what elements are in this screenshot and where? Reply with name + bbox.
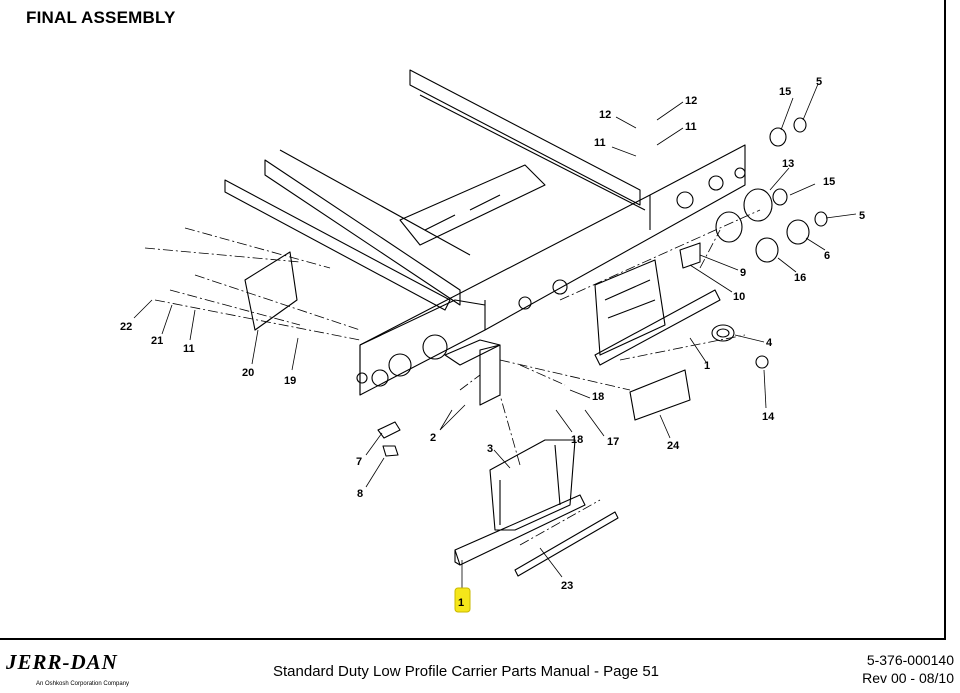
brand-tagline: An Oshkosh Corporation Company <box>36 681 130 687</box>
right-step-rail <box>594 289 721 366</box>
callout-5: 5 <box>816 76 822 88</box>
callout-18: 18 <box>592 391 604 403</box>
callout-6: 6 <box>824 250 830 262</box>
callout-9: 9 <box>740 267 746 279</box>
rear-crossmember <box>359 144 746 396</box>
revision: Rev 00 - 08/10 <box>862 670 954 686</box>
callout-12: 12 <box>599 109 611 121</box>
callout-7: 7 <box>356 456 362 468</box>
bracket-7 <box>377 421 401 439</box>
page-frame <box>0 0 946 640</box>
callout-23: 23 <box>561 580 573 592</box>
brand-logo: JERR-DAN <box>6 650 118 674</box>
callout-highlight <box>454 587 471 613</box>
page-title: FINAL ASSEMBLY <box>26 8 176 27</box>
exploded-assembly-diagram: 22 21 11 20 19 7 8 2 3 18 18 17 24 23 1 … <box>120 69 865 613</box>
callout-14: 14 <box>762 411 775 423</box>
part-number: 5-376-000140 <box>866 652 954 668</box>
mounting-plate <box>244 251 298 331</box>
callout-8: 8 <box>357 488 363 500</box>
callout-1: 1 <box>458 597 464 609</box>
callout-1: 1 <box>704 360 710 372</box>
callout-18: 18 <box>571 434 583 446</box>
callout-15: 15 <box>779 86 791 98</box>
callout-5: 5 <box>859 210 865 222</box>
callout-20: 20 <box>242 367 254 379</box>
callout-11: 11 <box>594 137 606 149</box>
callout-21: 21 <box>151 335 163 347</box>
strip-23 <box>514 511 619 577</box>
callouts: 22 21 11 20 19 7 8 2 3 18 18 17 24 23 1 … <box>120 76 865 613</box>
document-info: 5-376-000140 Rev 00 - 08/10 <box>862 651 954 687</box>
callout-10: 10 <box>733 291 745 303</box>
left-frame-rail <box>264 159 461 306</box>
callout-2: 2 <box>430 432 436 444</box>
callout-16: 16 <box>794 272 806 284</box>
callout-19: 19 <box>284 375 296 387</box>
cross-tube <box>399 164 546 246</box>
callout-13: 13 <box>782 158 794 170</box>
right-stand-bracket <box>594 259 666 356</box>
manual-title: Standard Duty Low Profile Carrier Parts … <box>273 663 660 680</box>
callout-24: 24 <box>667 440 680 452</box>
callout-17: 17 <box>607 436 619 448</box>
callout-15: 15 <box>823 176 835 188</box>
callout-4: 4 <box>766 337 773 349</box>
callout-3: 3 <box>487 443 493 455</box>
left-subframe <box>224 179 451 311</box>
lower-step-bracket <box>489 439 576 531</box>
callout-11: 11 <box>685 121 697 133</box>
lower-step-rail <box>454 494 586 566</box>
callout-11: 11 <box>183 343 195 355</box>
right-frame-rail <box>409 69 641 206</box>
callout-1-highlighted: 1 <box>454 587 471 613</box>
callout-22: 22 <box>120 321 132 333</box>
block-8 <box>382 445 399 457</box>
callout-12: 12 <box>685 95 697 107</box>
decal-24 <box>629 369 691 421</box>
